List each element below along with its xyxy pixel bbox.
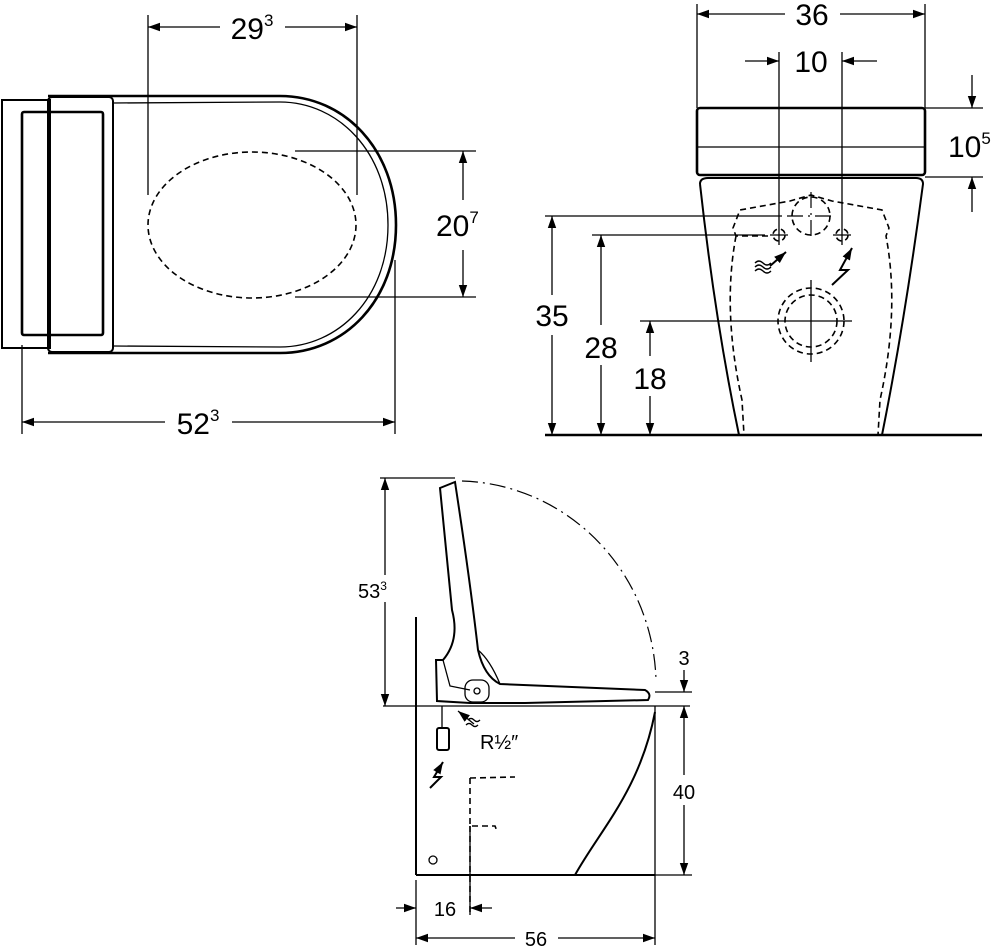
dim-overall-length: 523 <box>177 406 220 441</box>
lid-and-seat-outline <box>434 480 651 704</box>
pan-outline <box>699 177 925 436</box>
lid-swing-arc <box>461 480 657 681</box>
electrical-supply-icon <box>429 761 444 789</box>
electrical-supply-icon <box>831 247 853 286</box>
dim-lid-open-height: 533 <box>358 579 387 603</box>
dim-connection-spacing: 10 <box>794 46 827 79</box>
dim-seat-unit-height: 105 <box>948 129 991 164</box>
dim-seat-opening-width: 207 <box>436 208 479 243</box>
water-supply-icon <box>457 710 481 728</box>
dim-pan-height: 40 <box>673 782 695 804</box>
dim-seat-opening-length: 293 <box>231 11 274 46</box>
water-supply-icon <box>754 251 787 274</box>
dim-seat-thickness: 3 <box>678 648 689 670</box>
dim-overall-depth: 56 <box>525 929 547 948</box>
side-view: R½″ 533 3 40 16 56 <box>358 477 695 948</box>
seat-unit-outline <box>695 106 927 177</box>
seat-hinge-controls <box>464 679 490 703</box>
dim-supply-connection-height: 28 <box>584 332 617 365</box>
dim-wall-offset: 16 <box>434 899 456 921</box>
seat-outline <box>48 94 398 355</box>
cistern-outline <box>1 99 51 349</box>
dim-overall-width: 36 <box>795 0 828 32</box>
rear-view: 36 10 105 35 28 18 <box>535 0 991 437</box>
control-unit-outline <box>20 110 105 337</box>
water-connection-label: R½″ <box>480 732 518 754</box>
installation-frame-outline <box>729 194 893 436</box>
dim-upper-connection-height: 35 <box>535 300 568 333</box>
dim-drain-height: 18 <box>633 363 666 396</box>
power-connector <box>436 727 450 751</box>
seat-opening-outline <box>147 151 357 299</box>
pan-outline <box>574 711 656 876</box>
top-view: 293 207 523 <box>1 11 479 441</box>
